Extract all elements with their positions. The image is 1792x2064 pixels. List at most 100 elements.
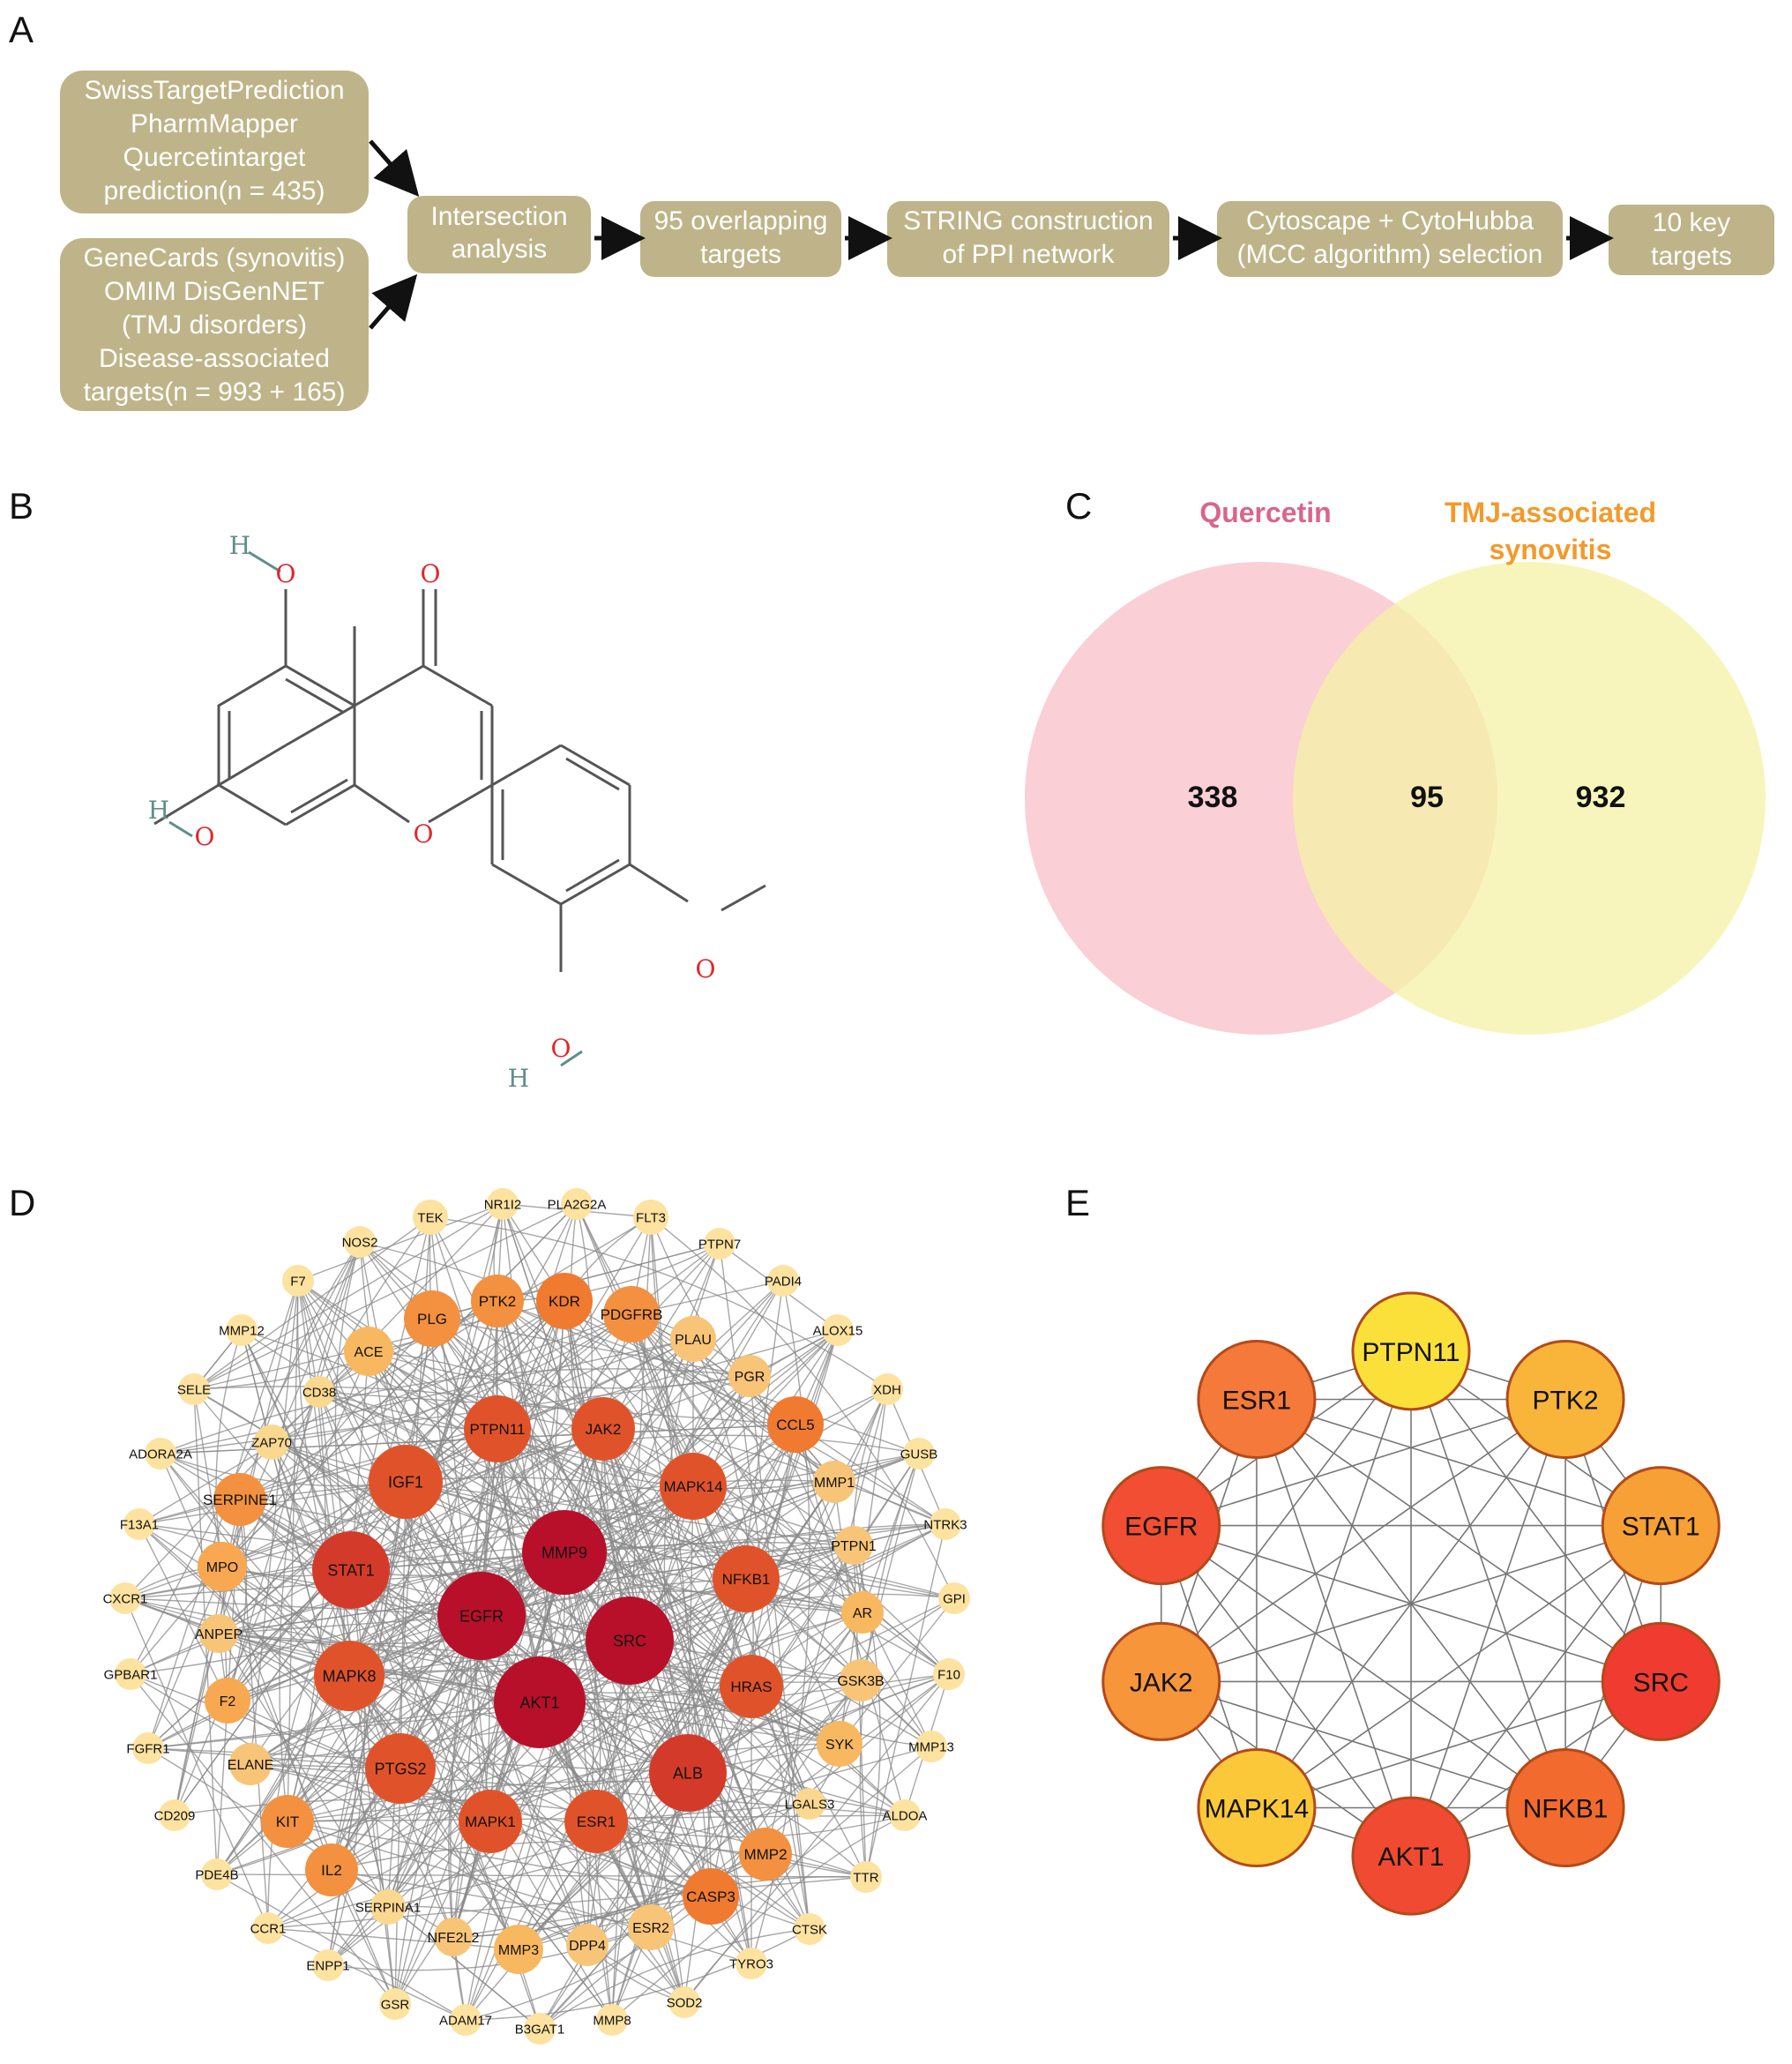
ppi-node-zap70: ZAP70 — [251, 1425, 292, 1460]
ppi-edge — [297, 1280, 482, 1617]
box-source-2-line-4: Disease-associated — [99, 344, 330, 373]
ppi-edge — [564, 1300, 747, 1580]
ppi-node-circle — [524, 2013, 556, 2045]
ppi-node-alox15: ALOX15 — [813, 1314, 863, 1346]
box-source-1-line-2: PharmMapper — [131, 109, 298, 138]
ppi-node-src: SRC — [586, 1597, 674, 1685]
ppi-node-circle — [132, 1732, 164, 1764]
ppi-node-kdr: KDR — [536, 1273, 593, 1329]
ppi-node-circle — [464, 1395, 531, 1462]
ppi-node-circle — [767, 1396, 824, 1453]
ppi-node-label: MMP8 — [593, 2013, 631, 2028]
ppi-node-circle — [471, 1275, 524, 1327]
ppi-node-tek: TEK — [413, 1200, 448, 1235]
ppi-edge — [387, 1905, 588, 1946]
venn-count-quercetin-only: 338 — [1188, 781, 1238, 814]
box-overlap-line-1: 95 overlapping — [654, 206, 828, 236]
key-target-edge — [1256, 1399, 1566, 1808]
key-target-circle — [1101, 1621, 1221, 1741]
ppi-node-label: TEK — [417, 1210, 443, 1225]
ppi-edge — [564, 1552, 840, 1745]
key-target-label: PTPN11 — [1362, 1338, 1460, 1367]
ppi-node-ace: ACE — [344, 1327, 393, 1376]
ppi-node-label: CASP3 — [686, 1888, 735, 1905]
ppi-node-label: FGFR1 — [126, 1741, 169, 1756]
ppi-node-alb: ALB — [649, 1734, 727, 1812]
ppi-edge — [539, 1928, 810, 2030]
ppi-edge — [138, 1216, 652, 1525]
key-target-label: NFKB1 — [1523, 1795, 1609, 1824]
ppi-node-elane: ELANE — [228, 1743, 273, 1785]
ppi-node-circle — [115, 1658, 146, 1690]
ppi-node-circle — [312, 1949, 344, 1981]
venn-count-overlap: 95 — [1410, 781, 1444, 814]
ppi-edge — [267, 1569, 352, 1929]
ppi-node-circle — [728, 1355, 771, 1397]
ppi-node-sod2: SOD2 — [667, 1986, 702, 2018]
structure-atom-labels: O O H O O H O O H — [148, 531, 716, 1093]
box-source-1-line-3: Quercetintarget — [123, 143, 306, 172]
ppi-node-circle — [494, 1656, 586, 1748]
ppi-node-mmp8: MMP8 — [593, 2004, 631, 2036]
ppi-node-label: PGR — [735, 1370, 765, 1385]
ppi-node-label: ANPEP — [195, 1627, 243, 1642]
ppi-edge — [710, 1679, 862, 1897]
ppi-node-adora2a: ADORA2A — [129, 1438, 192, 1469]
ppi-edge — [271, 1313, 632, 1443]
ppi-edge — [405, 1481, 855, 1546]
key-target-nodes: PTPN11PTK2STAT1SRCNFKB1AKT1MAPK14JAK2EGF… — [1101, 1291, 1721, 1916]
ppi-edge — [218, 1633, 685, 2003]
panel-label-c: C — [1065, 485, 1092, 527]
ppi-node-label: PTPN1 — [831, 1539, 877, 1554]
ppi-node-label: SYK — [825, 1738, 854, 1753]
ppi-node-label: LGALS3 — [785, 1797, 835, 1812]
ppi-node-circle — [822, 1314, 854, 1346]
ppi-node-circle — [720, 1655, 783, 1718]
ppi-edge — [564, 1203, 593, 1553]
workflow-diagram: SwissTargetPrediction PharmMapper Querce… — [60, 71, 1774, 411]
ppi-edge — [394, 1552, 565, 2005]
ppi-edge — [348, 1670, 840, 1745]
box-overlap: 95 overlapping targets — [640, 201, 841, 277]
ppi-edge — [297, 1203, 504, 1282]
panel-label-d: D — [9, 1182, 35, 1223]
ppi-node-circle — [536, 1273, 593, 1329]
ppi-edge — [399, 1300, 498, 1769]
ppi-node-flt3: FLT3 — [633, 1200, 668, 1235]
ppi-node-circle — [205, 1678, 250, 1724]
ppi-edge — [465, 1552, 566, 2021]
ppi-node-label: CCL5 — [776, 1417, 814, 1433]
ppi-edge — [318, 1391, 541, 2030]
ppi-node-casp3: CASP3 — [683, 1868, 739, 1925]
ppi-node-circle — [459, 1790, 522, 1853]
ppi-edge — [174, 1350, 370, 1816]
ppi-edge — [227, 1241, 361, 1701]
ppi-node-cd38: CD38 — [302, 1376, 336, 1408]
atom-o-carbonyl: O — [421, 559, 441, 588]
box-string-line-1: STRING construction — [903, 206, 1153, 236]
ppi-node-pgr: PGR — [728, 1355, 771, 1397]
panel-label-b: B — [9, 485, 34, 527]
ppi-edge — [221, 1566, 597, 1822]
ppi-edge — [853, 1388, 888, 1546]
ppi-node-circle — [199, 1614, 238, 1653]
ppi-edge — [465, 1896, 712, 2021]
venn-circle-tmj — [1293, 562, 1766, 1035]
ppi-node-label: AR — [853, 1606, 872, 1621]
ppi-node-label: ALOX15 — [813, 1323, 863, 1338]
ppi-node-circle — [903, 1438, 935, 1469]
ppi-node-label: GPI — [943, 1591, 966, 1606]
ppi-edge — [481, 1615, 862, 1683]
ppi-node-label: STAT1 — [327, 1561, 374, 1579]
box-string: STRING construction of PPI network — [887, 201, 1169, 277]
ppi-node-label: PLG — [417, 1311, 447, 1327]
ppi-node-circle — [282, 1265, 314, 1297]
ppi-node-gsr: GSR — [379, 1988, 411, 2020]
ppi-node-label: CD209 — [154, 1808, 196, 1823]
box-source-2-line-1: GeneCards (synovitis) — [84, 243, 346, 273]
ppi-edge — [865, 1523, 946, 1878]
ppi-node-circle — [198, 1542, 247, 1591]
box-key-line-1: 10 key — [1653, 208, 1730, 237]
ppi-edge — [448, 1615, 482, 2021]
ppi-node-circle — [303, 1376, 335, 1408]
